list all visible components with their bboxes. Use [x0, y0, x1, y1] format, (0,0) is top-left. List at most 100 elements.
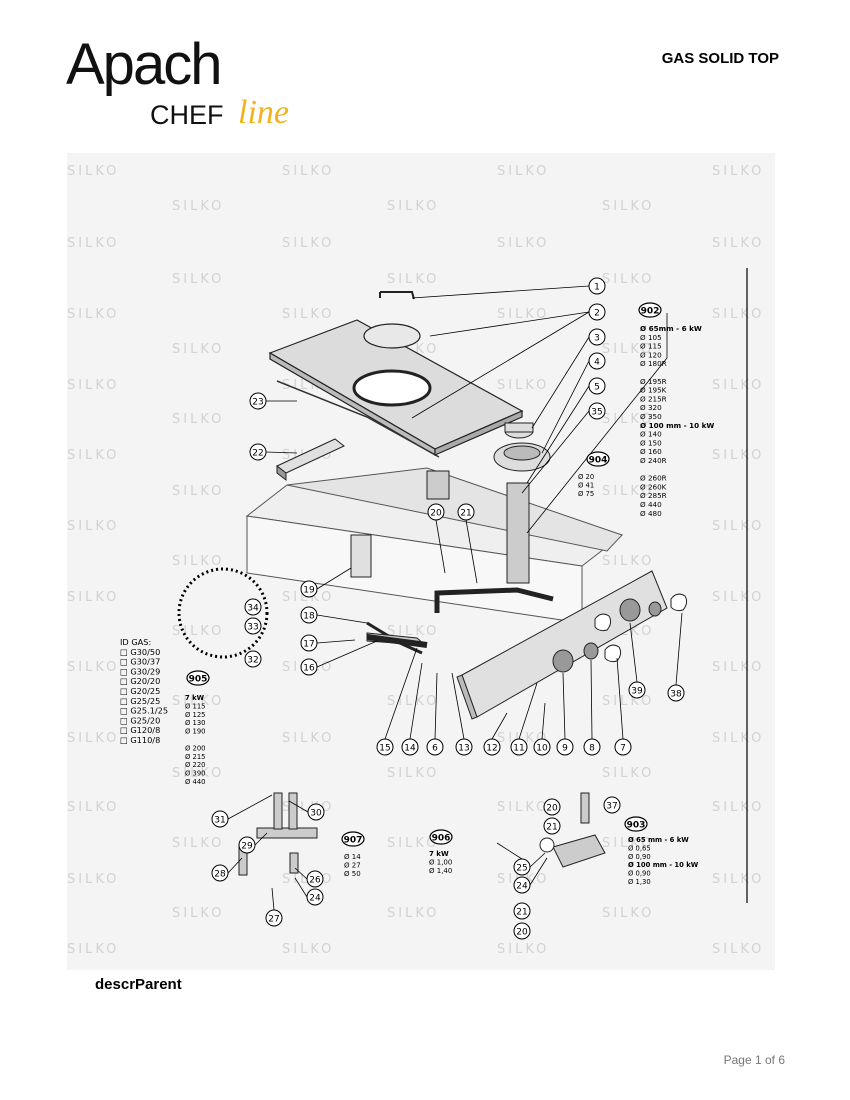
- svg-text:Ø 150: Ø 150: [640, 438, 662, 447]
- watermark-text: SILKO: [282, 236, 334, 251]
- callout-30: 30: [307, 803, 325, 821]
- watermark-text: SILKO: [497, 307, 549, 322]
- watermark-text: SILKO: [712, 590, 764, 605]
- callout-26: 26: [306, 870, 324, 888]
- svg-text:26: 26: [309, 876, 321, 886]
- callout-33: 33: [244, 617, 262, 635]
- burner-mixer: [350, 470, 530, 584]
- watermark-text: SILKO: [172, 906, 224, 921]
- callout-15: 15: [376, 738, 394, 756]
- svg-text:35: 35: [591, 408, 602, 418]
- svg-text:33: 33: [247, 623, 258, 633]
- svg-text:18: 18: [303, 612, 315, 622]
- callout-905: 905: [186, 670, 210, 686]
- callout-907: 907: [341, 831, 365, 847]
- svg-text:Ø 14: Ø 14: [344, 853, 361, 861]
- watermark-text: SILKO: [602, 694, 654, 709]
- watermark-text: SILKO: [172, 484, 224, 499]
- svg-text:□ G20/20: □ G20/20: [120, 676, 160, 686]
- svg-text:Ø 440: Ø 440: [640, 500, 662, 509]
- watermark-text: SILKO: [712, 448, 764, 463]
- svg-text:11: 11: [513, 744, 524, 754]
- svg-text:24: 24: [516, 882, 528, 892]
- svg-text:Ø 130: Ø 130: [185, 719, 205, 727]
- box-906-table: 7 kWØ 1,00Ø 1,40: [429, 850, 452, 875]
- callout-12: 12: [483, 738, 501, 756]
- svg-text:Ø 180R: Ø 180R: [640, 359, 667, 368]
- callout-24: 24: [306, 888, 324, 906]
- watermark-text: SILKO: [67, 660, 119, 675]
- callout-28: 28: [211, 864, 229, 882]
- svg-text:23: 23: [252, 398, 263, 408]
- watermark-text: SILKO: [282, 590, 334, 605]
- callout-20: 20: [513, 922, 531, 940]
- callout-904: 904: [586, 451, 610, 467]
- svg-text:□ G30/37: □ G30/37: [120, 657, 160, 667]
- svg-text:6: 6: [432, 744, 438, 754]
- watermark-text: SILKO: [712, 307, 764, 322]
- manifold: [366, 632, 428, 648]
- detail-circle: [177, 567, 269, 659]
- watermark-text: SILKO: [712, 236, 764, 251]
- watermark-text: SILKO: [282, 164, 334, 179]
- svg-text:1: 1: [594, 283, 600, 293]
- svg-text:Ø 200: Ø 200: [185, 744, 205, 752]
- watermark-text: SILKO: [67, 519, 119, 534]
- gasket: [276, 380, 440, 458]
- watermark-text: SILKO: [172, 342, 224, 357]
- callout-903: 903: [624, 816, 648, 832]
- callout-21: 21: [513, 902, 531, 920]
- callout-29: 29: [238, 836, 256, 854]
- svg-text:906: 906: [432, 834, 451, 844]
- watermark-text: SILKO: [602, 199, 654, 214]
- watermark-text: SILKO: [282, 307, 334, 322]
- svg-text:12: 12: [486, 744, 497, 754]
- watermark-text: SILKO: [387, 694, 439, 709]
- watermark-text: SILKO: [387, 199, 439, 214]
- svg-text:17: 17: [303, 640, 314, 650]
- svg-text:Ø 440: Ø 440: [185, 778, 205, 786]
- svg-text:21: 21: [546, 823, 557, 833]
- watermark-text: SILKO: [387, 906, 439, 921]
- callout-11: 11: [510, 738, 528, 756]
- callout-19: 19: [300, 580, 318, 598]
- svg-text:7: 7: [620, 744, 626, 754]
- watermark-text: SILKO: [712, 731, 764, 746]
- svg-text:28: 28: [214, 870, 226, 880]
- callout-17: 17: [300, 634, 318, 652]
- watermark-text: SILKO: [602, 484, 654, 499]
- svg-text:Ø 190: Ø 190: [185, 728, 205, 736]
- watermark-text: SILKO: [67, 164, 119, 179]
- callout-39: 39: [628, 681, 646, 699]
- svg-text:907: 907: [344, 836, 363, 846]
- callout-6: 6: [426, 738, 444, 756]
- callout-4: 4: [588, 352, 606, 370]
- svg-text:Ø 115: Ø 115: [185, 702, 205, 710]
- watermark-text: SILKO: [387, 624, 439, 639]
- svg-text:905: 905: [189, 675, 208, 685]
- callout-7: 7: [614, 738, 632, 756]
- watermark-text: SILKO: [497, 378, 549, 393]
- callout-21: 21: [543, 817, 561, 835]
- svg-text:29: 29: [241, 842, 253, 852]
- svg-text:Ø 65mm - 6 kW: Ø 65mm - 6 kW: [640, 324, 702, 333]
- svg-text:Ø 195R: Ø 195R: [640, 377, 667, 386]
- svg-text:Ø 0,90: Ø 0,90: [628, 870, 651, 878]
- watermark-text: SILKO: [387, 272, 439, 287]
- watermark-text: SILKO: [282, 942, 334, 957]
- gas-pipe: [434, 587, 554, 613]
- watermark-text: SILKO: [602, 906, 654, 921]
- box-907-table: Ø 14Ø 27Ø 50: [344, 853, 361, 878]
- watermark-text: SILKO: [497, 164, 549, 179]
- watermark-text: SILKO: [712, 942, 764, 957]
- callout-20: 20: [543, 798, 561, 816]
- svg-text:Ø 75: Ø 75: [578, 490, 594, 498]
- svg-text:30: 30: [310, 809, 322, 819]
- watermark-text: SILKO: [172, 554, 224, 569]
- callout-5: 5: [588, 377, 606, 395]
- watermark-text: SILKO: [712, 519, 764, 534]
- svg-text:21: 21: [460, 509, 471, 519]
- footer-label: descrParent: [95, 976, 182, 993]
